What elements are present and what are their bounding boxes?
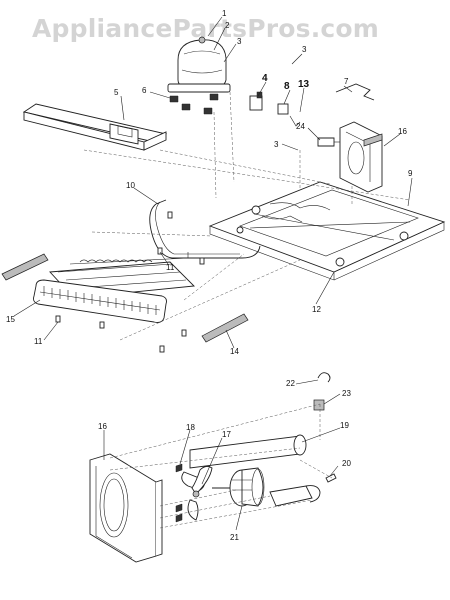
callout-11-lower: 11 <box>34 337 43 346</box>
callout-24: 24 <box>296 122 305 131</box>
shroud-screws[interactable] <box>175 463 183 523</box>
screws[interactable] <box>55 211 205 353</box>
drain-pan-bracket[interactable] <box>22 103 168 151</box>
callout-16-lower: 16 <box>98 422 107 431</box>
foam-strip-left[interactable] <box>1 253 49 281</box>
callout-6: 6 <box>142 86 147 95</box>
callout-22: 22 <box>286 379 295 388</box>
condenser-fan-blade[interactable] <box>181 465 213 521</box>
grommets[interactable] <box>169 93 219 115</box>
callout-17: 17 <box>222 430 231 439</box>
site-watermark: AppliancePartsPros.com <box>32 14 379 43</box>
wire-bracket[interactable] <box>335 83 375 101</box>
assembly-guide-lines-upper <box>83 91 411 341</box>
callout-16-upper: 16 <box>398 127 407 136</box>
callout-19: 19 <box>340 421 349 430</box>
motor-screw[interactable] <box>325 473 337 483</box>
callout-20: 20 <box>342 459 351 468</box>
clip[interactable] <box>317 372 331 383</box>
leader-lines <box>13 16 413 531</box>
callout-11-upper: 11 <box>166 263 175 272</box>
machine-compartment-base[interactable] <box>208 181 446 281</box>
callout-7: 7 <box>344 77 349 86</box>
fan-shroud-lower[interactable] <box>89 453 163 563</box>
fan-shroud-upper[interactable] <box>339 121 383 193</box>
condenser-coil[interactable] <box>33 252 195 323</box>
callout-1: 1 <box>222 9 227 18</box>
mounting-grommet[interactable] <box>313 399 325 411</box>
compressor[interactable] <box>167 36 231 93</box>
callout-3-compressor: 3 <box>237 37 242 46</box>
callout-15: 15 <box>6 315 15 324</box>
condenser-fan-motor[interactable] <box>212 467 265 507</box>
motor-bracket[interactable] <box>189 434 321 507</box>
assembly-guide-lines-lower <box>109 403 333 529</box>
callout-12: 12 <box>312 305 321 314</box>
callout-4: 4 <box>262 73 268 84</box>
callout-3-relay: 3 <box>302 45 307 54</box>
callout-3-base: 3 <box>274 140 279 149</box>
relay-assembly[interactable] <box>249 91 344 147</box>
callout-14: 14 <box>230 347 239 356</box>
callout-18: 18 <box>186 423 195 432</box>
callout-9: 9 <box>408 169 413 178</box>
callout-10: 10 <box>126 181 135 190</box>
callout-8: 8 <box>284 81 290 92</box>
callout-numbers: 1 2 3 3 3 4 5 6 7 8 9 10 11 11 12 13 14 … <box>6 9 413 542</box>
callout-23: 23 <box>342 389 351 398</box>
callout-21: 21 <box>230 533 239 542</box>
callout-5: 5 <box>114 88 119 97</box>
foam-strip-right[interactable] <box>201 313 249 343</box>
callout-13: 13 <box>298 79 310 90</box>
callout-2: 2 <box>225 21 230 30</box>
